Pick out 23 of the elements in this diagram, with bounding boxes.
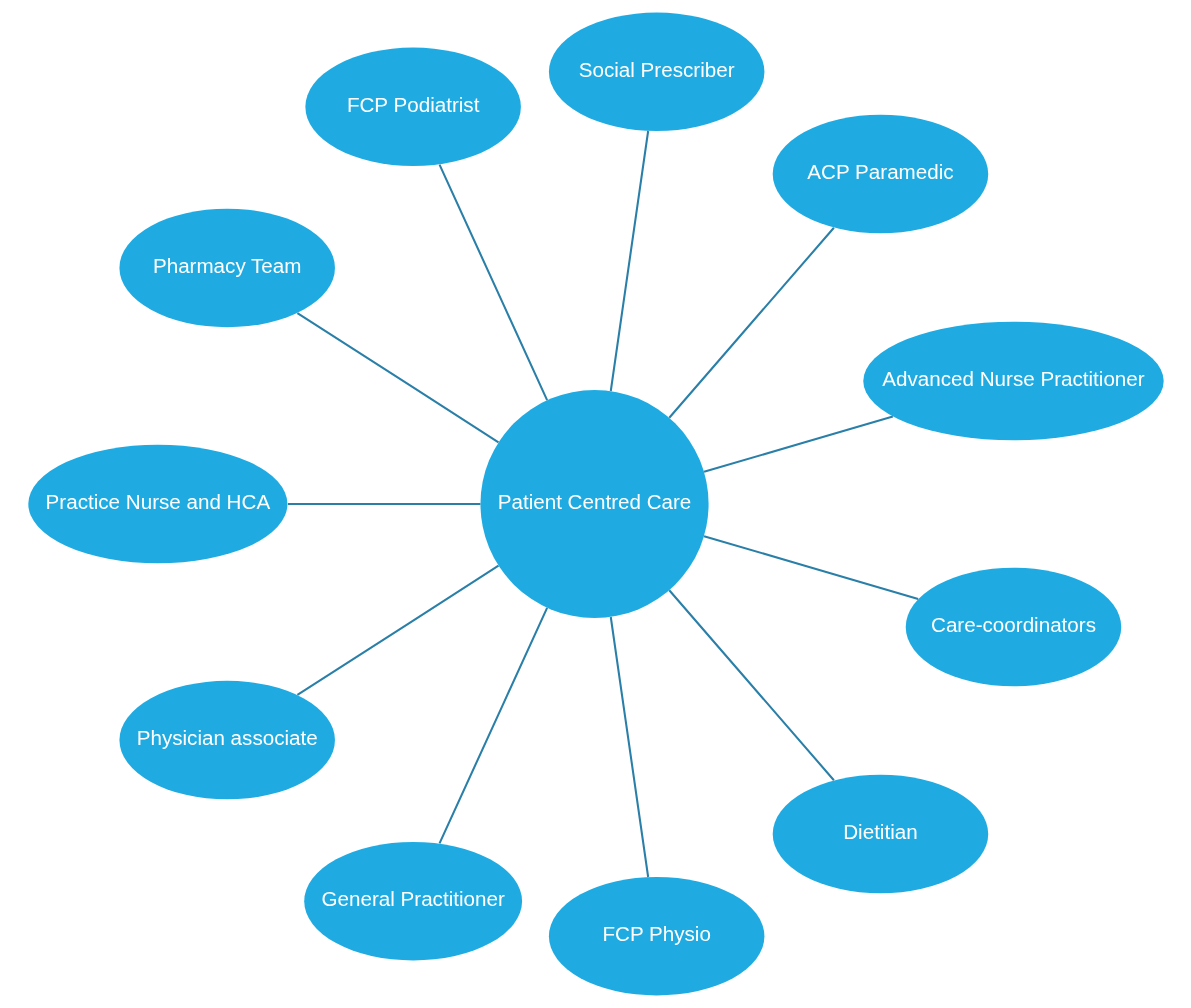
node-ellipse: Social Prescriber (548, 12, 764, 132)
node-ellipse: Advanced Nurse Practitioner (862, 321, 1164, 441)
node-ellipse: General Practitioner (303, 841, 522, 961)
connector (296, 564, 499, 696)
node-ellipse: ACP Paramedic (772, 114, 988, 234)
connector (438, 607, 548, 844)
connector (609, 616, 649, 878)
connector (703, 535, 918, 600)
connector (668, 589, 835, 781)
node-ellipse: Pharmacy Team (118, 208, 335, 328)
connector (438, 164, 548, 401)
connector (609, 130, 649, 392)
node-ellipse: Care-coordinators (905, 567, 1121, 687)
node-ellipse: Dietitian (772, 774, 988, 894)
node-ellipse: Physician associate (118, 680, 335, 800)
node-circle: Patient Centred Care (479, 389, 709, 619)
connector (287, 502, 480, 506)
connector (668, 227, 835, 419)
node-ellipse: Practice Nurse and HCA (27, 444, 287, 564)
node-ellipse: FCP Podiatrist (304, 47, 521, 167)
connector (703, 415, 893, 473)
node-ellipse: FCP Physio (548, 876, 764, 996)
connector (296, 312, 499, 444)
